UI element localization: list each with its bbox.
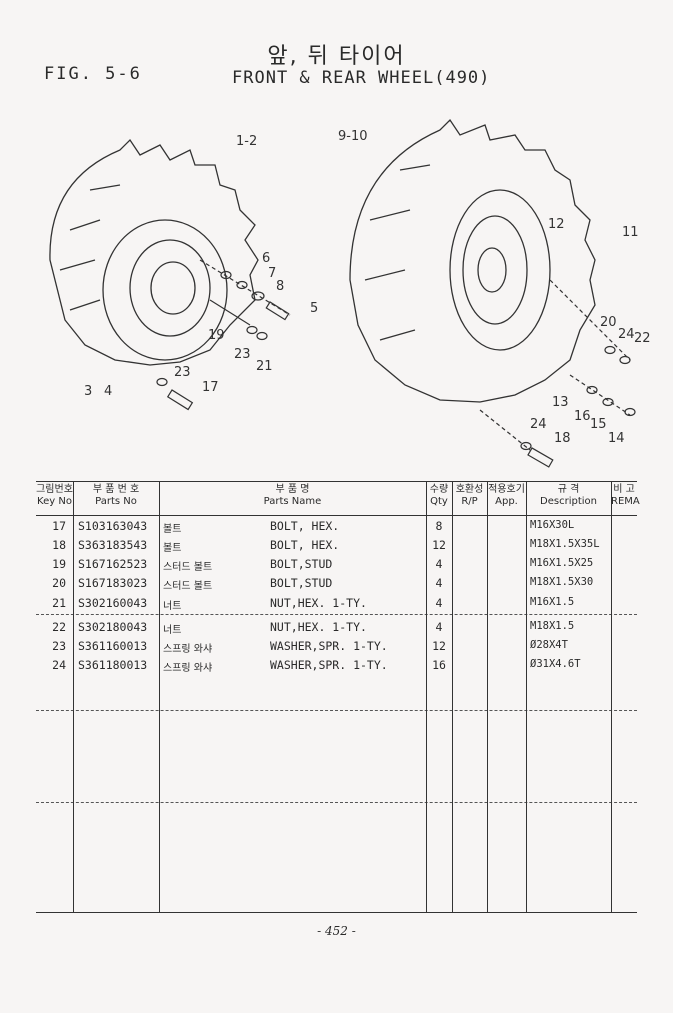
callout: 22 (634, 331, 650, 346)
table-row: 21 S302160043 너트 NUT,HEX. 1-TY. 4 M16X1.… (52, 596, 575, 612)
callout: 8 (276, 279, 284, 294)
title-korean: 앞, 뒤 타이어 (267, 44, 406, 69)
table-row: 17 S103163043 볼트 BOLT, HEX. 8 M16X30L (52, 519, 575, 535)
table-row: 24 S361180013 스프링 와샤 WASHER,SPR. 1-TY. 1… (52, 658, 581, 674)
table-row: 20 S167183023 스터드 볼트 BOLT,STUD 4 M18X1.5… (52, 576, 594, 592)
callout: 18 (554, 431, 571, 446)
table-row: 18 S363183543 볼트 BOLT, HEX. 12 M18X1.5X3… (52, 538, 600, 554)
callout: 1-2 (236, 134, 257, 149)
callout: 15 (590, 417, 607, 432)
callout: 12 (548, 217, 565, 232)
table-row: 23 S361160013 스프링 와샤 WASHER,SPR. 1-TY. 1… (52, 639, 568, 655)
callout: 14 (608, 431, 625, 446)
callout: 16 (574, 409, 591, 424)
callout-labels: 1-2 9-10 12 11 6 7 8 5 19 23 21 3 4 23 1… (84, 129, 650, 446)
callout: 4 (104, 384, 112, 399)
callout: 13 (552, 395, 569, 410)
fastener-parts (156, 259, 636, 468)
callout: 17 (202, 380, 219, 395)
page-number: - 452 - (317, 924, 356, 938)
callout: 23 (234, 347, 251, 362)
callout: 3 (84, 384, 92, 399)
rear-wheel (349, 118, 596, 403)
table-row: 19 S167162523 스터드 볼트 BOLT,STUD 4 M16X1.5… (52, 557, 594, 573)
callout: 21 (256, 359, 273, 374)
wheel-diagram: 1-2 9-10 12 11 6 7 8 5 19 23 21 3 4 23 1… (49, 118, 650, 468)
callout: 23 (174, 365, 191, 380)
callout: 5 (310, 301, 318, 316)
callout: 19 (208, 328, 225, 343)
callout: 7 (268, 266, 276, 281)
callout: 24 (618, 327, 635, 342)
callout: 20 (600, 315, 617, 330)
front-wheel (49, 138, 259, 366)
title-english: FRONT & REAR WHEEL(490) (232, 68, 491, 88)
callout: 24 (530, 417, 547, 432)
figure-label: FIG. 5-6 (44, 64, 142, 84)
callout: 6 (262, 251, 270, 266)
callout: 9-10 (338, 129, 368, 144)
callout: 11 (622, 225, 639, 240)
table-row: 22 S302180043 너트 NUT,HEX. 1-TY. 4 M18X1.… (52, 620, 575, 636)
